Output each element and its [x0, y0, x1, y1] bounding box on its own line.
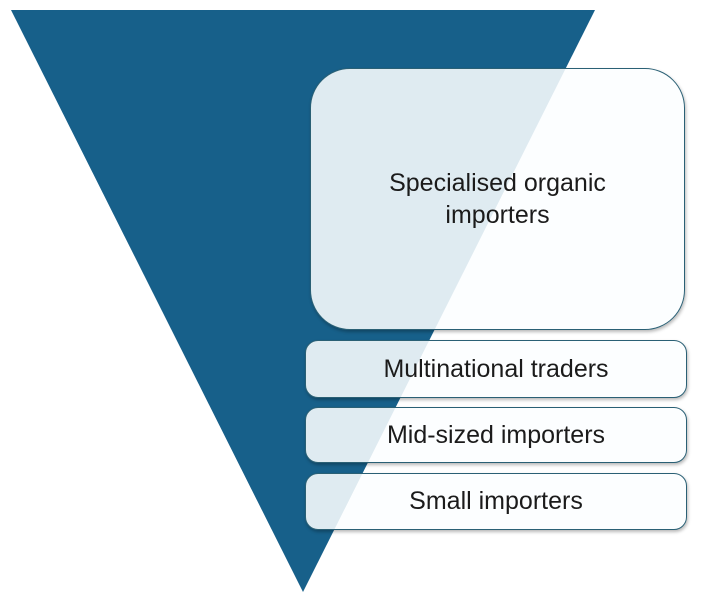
pyramid-level-label: Mid-sized importers: [386, 420, 606, 449]
pyramid-level-mid-sized-importers: Mid-sized importers: [305, 407, 687, 463]
pyramid-level-label: Small importers: [409, 487, 583, 516]
pyramid-level-small-importers: Small importers: [305, 473, 687, 530]
pyramid-level-label: Multinational traders: [383, 354, 609, 383]
pyramid-level-multinational-traders: Multinational traders: [305, 340, 687, 398]
pyramid-level-label: Specialised organic importers: [389, 168, 606, 230]
pyramid-level-specialised-organic-importers: Specialised organic importers: [310, 68, 685, 330]
